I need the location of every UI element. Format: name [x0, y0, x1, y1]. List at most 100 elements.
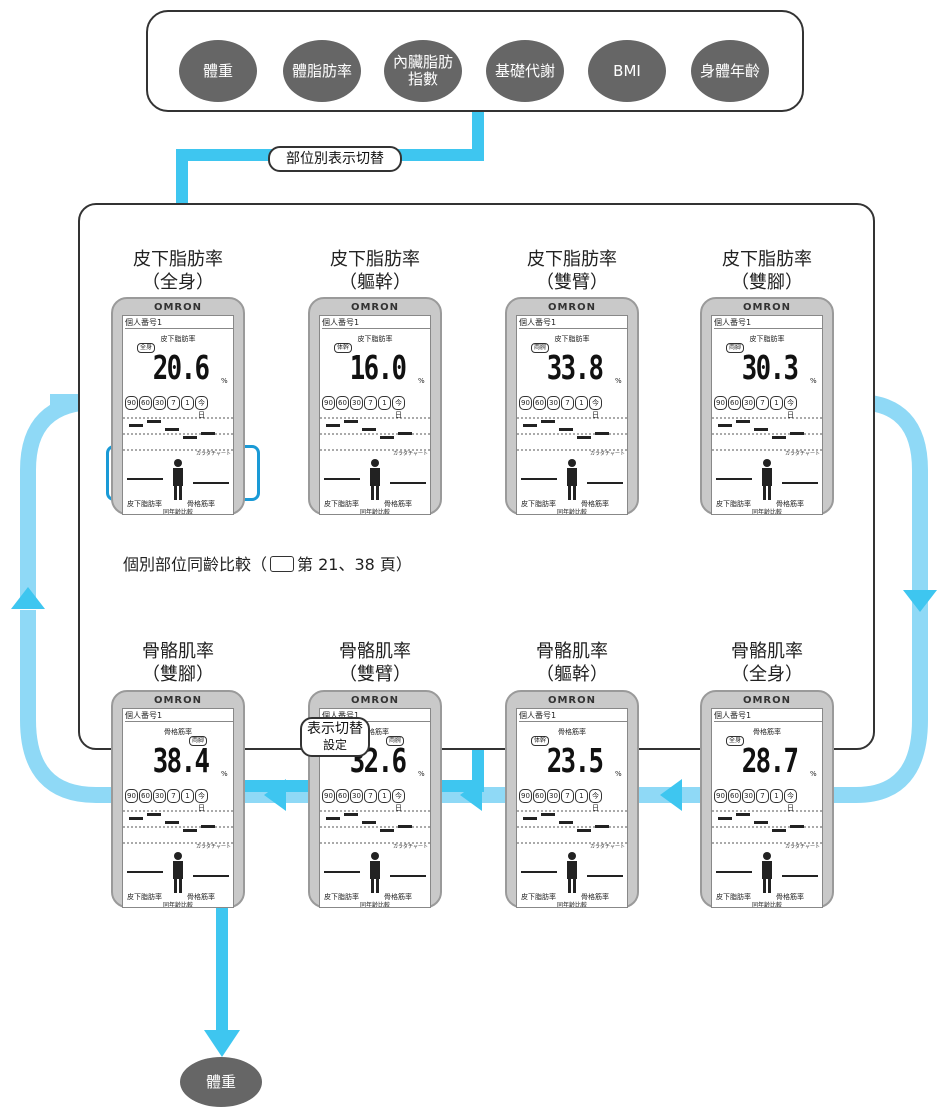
personal-number: 個人番号1	[519, 317, 627, 329]
history-button: 1	[378, 396, 391, 410]
history-button: 60	[139, 789, 152, 803]
history-button: 今日	[784, 789, 797, 803]
lcd-screen: 個人番号1皮下脂肪率体幹16.0%90603071今日カラダチャート皮下脂肪率骨…	[319, 315, 431, 515]
personal-number: 個人番号1	[125, 710, 233, 722]
brand-logo: OMRON	[702, 302, 832, 313]
switch-display-label: 表示切替 設定	[300, 717, 370, 757]
history-button: 今日	[784, 396, 797, 410]
age-compare-label: 同年齢比較	[712, 507, 822, 515]
history-button: 1	[770, 789, 783, 803]
history-button: 30	[547, 789, 560, 803]
measurement-value: 23.5	[547, 741, 602, 780]
panel-title-main: 皮下脂肪率	[497, 248, 647, 271]
mode-basal-metabolism[interactable]: 基礎代謝	[486, 40, 564, 102]
personal-number: 個人番号1	[125, 317, 233, 329]
personal-number: 個人番号1	[714, 710, 822, 722]
measurement-value: 28.7	[742, 741, 797, 780]
body-chart-label: カラダチャート	[785, 843, 820, 850]
history-button: 60	[728, 789, 741, 803]
personal-number: 個人番号1	[519, 710, 627, 722]
trend-graph	[517, 414, 627, 454]
history-button: 今日	[392, 789, 405, 803]
history-button: 7	[756, 396, 769, 410]
brand-logo: OMRON	[310, 302, 440, 313]
lcd-screen: 個人番号1皮下脂肪率全身20.6%90603071今日カラダチャート皮下脂肪率骨…	[122, 315, 234, 515]
age-compare-label: 同年齢比較	[517, 507, 627, 515]
panel-title: 骨骼肌率（雙臂）	[300, 640, 450, 686]
body-comparison	[320, 850, 430, 894]
history-button: 今日	[589, 789, 602, 803]
history-button: 30	[547, 396, 560, 410]
brand-logo: OMRON	[507, 695, 637, 706]
body-chart-label: カラダチャート	[393, 843, 428, 850]
body-comparison	[123, 850, 233, 894]
history-button: 90	[322, 789, 335, 803]
history-button: 7	[561, 396, 574, 410]
history-button: 90	[714, 789, 727, 803]
trend-graph	[320, 414, 430, 454]
age-compare-label: 同年齢比較	[320, 507, 430, 515]
panel-title: 骨骼肌率（雙腳）	[103, 640, 253, 686]
body-comparison	[712, 850, 822, 894]
history-button: 30	[153, 396, 166, 410]
trend-graph	[123, 807, 233, 847]
history-button: 30	[350, 789, 363, 803]
panel-title-part: （雙臂）	[300, 663, 450, 686]
lcd-screen: 個人番号1皮下脂肪率両脚30.3%90603071今日カラダチャート皮下脂肪率骨…	[711, 315, 823, 515]
mode-body-fat[interactable]: 體脂肪率	[283, 40, 361, 102]
panel-title-part: （軀幹）	[497, 663, 647, 686]
mode-body-age[interactable]: 身體年齡	[691, 40, 769, 102]
panel-title-main: 骨骼肌率	[300, 640, 450, 663]
mode-weight[interactable]: 體重	[179, 40, 257, 102]
page-reference-icon	[270, 556, 294, 572]
history-button: 7	[561, 789, 574, 803]
history-button: 90	[125, 789, 138, 803]
panel-title-part: （軀幹）	[300, 271, 450, 294]
metric-label: 骨格筋率	[123, 727, 233, 737]
brand-logo: OMRON	[702, 695, 832, 706]
percent-unit: %	[418, 770, 425, 778]
history-button: 1	[575, 789, 588, 803]
history-button: 30	[153, 789, 166, 803]
mode-visceral-fat[interactable]: 內臟脂肪指數	[384, 40, 462, 102]
brand-logo: OMRON	[310, 695, 440, 706]
mode-bmi[interactable]: BMI	[588, 40, 666, 102]
measurement-value: 30.3	[742, 348, 797, 387]
body-chart-label: カラダチャート	[785, 450, 820, 457]
panel-title-main: 骨骼肌率	[692, 640, 842, 663]
history-button: 7	[364, 789, 377, 803]
history-row: 90603071今日	[125, 396, 233, 412]
brand-logo: OMRON	[113, 695, 243, 706]
trend-graph	[517, 807, 627, 847]
trend-graph	[123, 414, 233, 454]
brand-logo: OMRON	[507, 302, 637, 313]
device-display: OMRON個人番号1皮下脂肪率両脚30.3%90603071今日カラダチャート皮…	[700, 297, 834, 515]
age-compare-label: 同年齢比較	[123, 900, 233, 908]
history-button: 90	[125, 396, 138, 410]
mode-weight-result[interactable]: 體重	[180, 1057, 262, 1107]
body-comparison	[517, 850, 627, 894]
percent-unit: %	[418, 377, 425, 385]
trend-graph	[320, 807, 430, 847]
percent-unit: %	[615, 377, 622, 385]
percent-unit: %	[221, 770, 228, 778]
age-compare-label: 同年齢比較	[712, 900, 822, 908]
age-compare-label: 同年齢比較	[320, 900, 430, 908]
panel-title: 皮下脂肪率（雙腳）	[692, 248, 842, 294]
measurement-value: 16.0	[350, 348, 405, 387]
age-compare-label: 同年齢比較	[517, 900, 627, 908]
panel-title-part: （雙臂）	[497, 271, 647, 294]
